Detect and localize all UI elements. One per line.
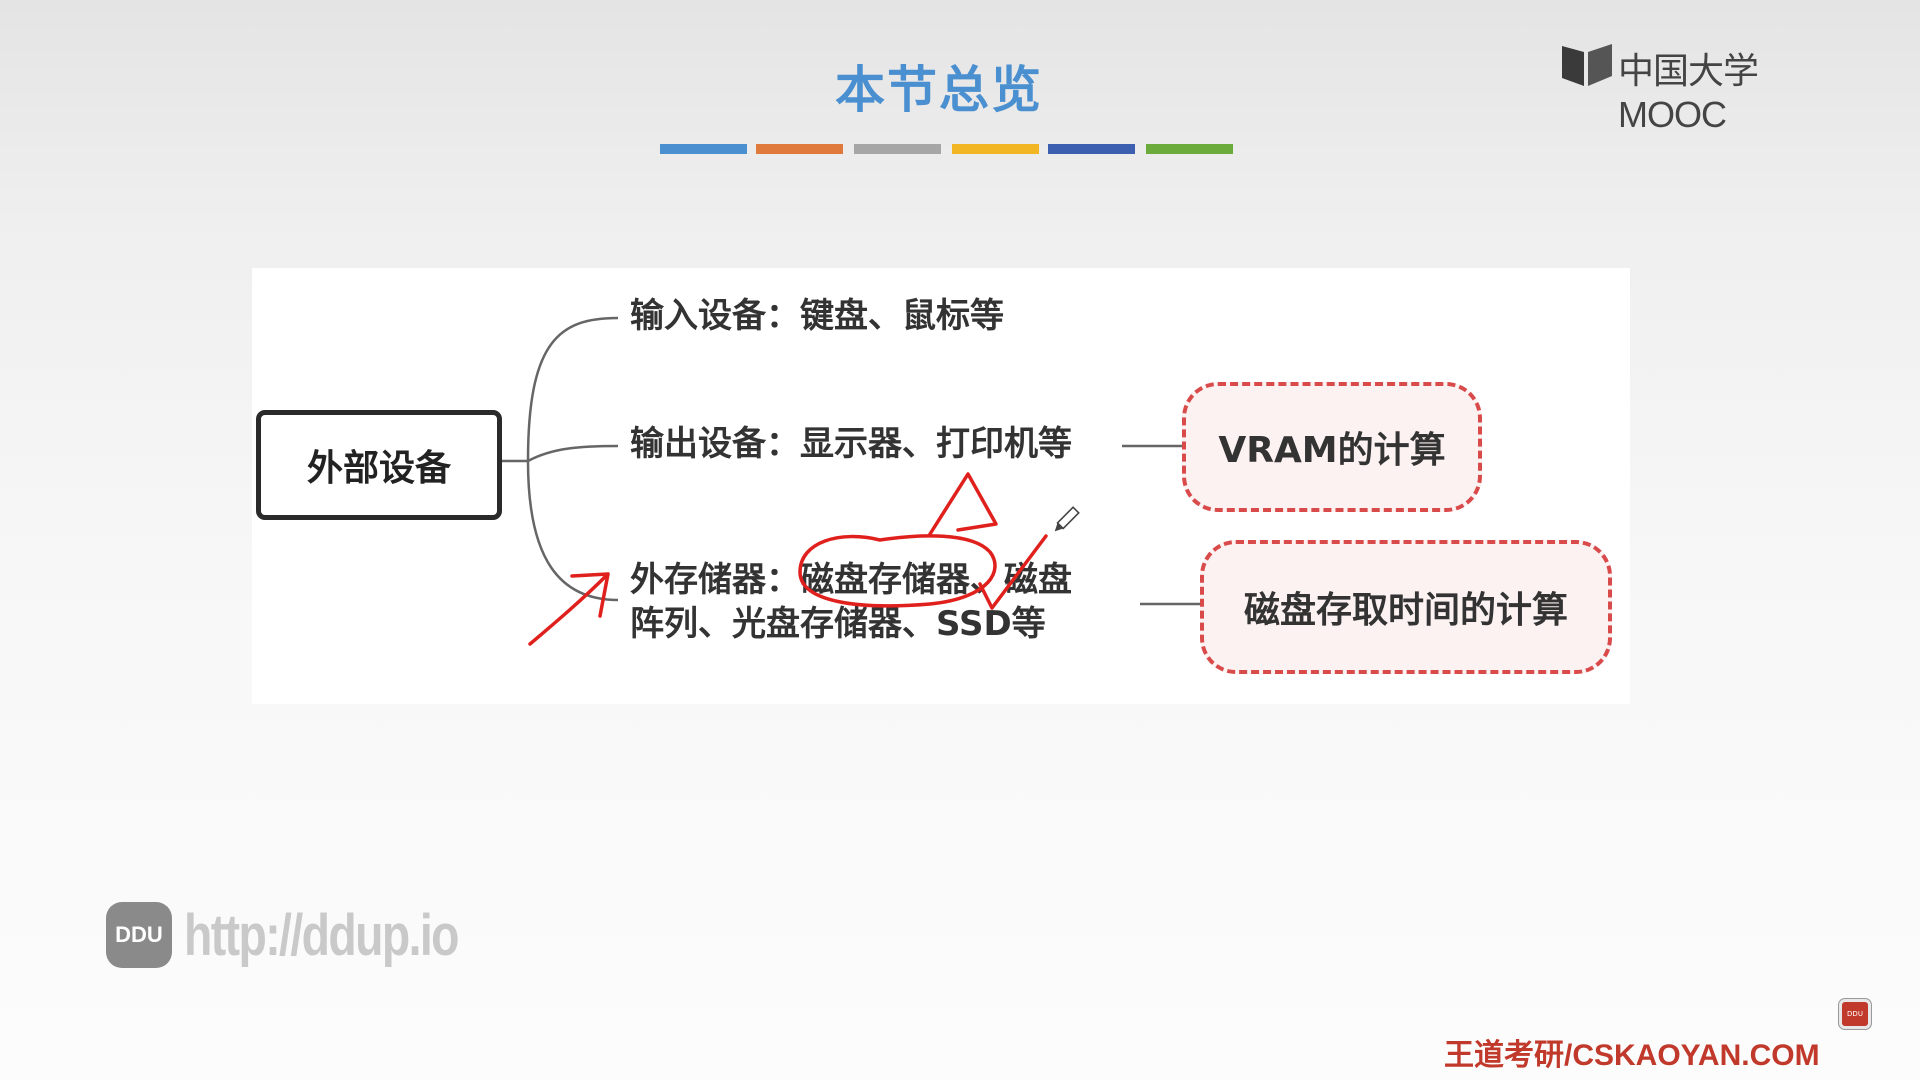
mindmap-root-node: 外部设备 (256, 410, 502, 520)
open-book-icon (1562, 44, 1612, 86)
branch-line-2: 阵列、光盘存储器、SSD等 (630, 604, 1046, 645)
annotation-arrow (528, 572, 610, 646)
slide-title: 本节总览 (835, 61, 1043, 119)
color-bar-segment (1146, 144, 1233, 154)
ddup-watermark: DDU http://ddup.io (106, 902, 526, 970)
branch-label: 外存储器： (630, 560, 800, 600)
branch-input-devices: 输入设备：键盘、鼠标等 (630, 294, 1004, 338)
annotation-caret (928, 472, 998, 536)
ddu-chip-icon: DDU (1842, 1002, 1868, 1026)
branch-output-devices: 输出设备：显示器、打印机等 (630, 422, 1072, 466)
footer-brand: 王道考研/CSKAOYAN.COM (1444, 1039, 1820, 1072)
branch-external-storage: 外存储器：磁盘存储器、磁盘 阵列、光盘存储器、SSD等 (630, 558, 1072, 646)
color-bar-segment (854, 144, 941, 154)
branch-detail: 键盘、鼠标等 (800, 296, 1004, 336)
pen-cursor-icon (1054, 506, 1080, 532)
watermark-url: http://ddup.io (184, 903, 460, 968)
branch-detail: 显示器、打印机等 (800, 424, 1072, 464)
annotation-checkmark (978, 534, 1048, 610)
branch-label: 输出设备： (630, 424, 800, 464)
branch-detail: 磁盘存储器、磁盘 (800, 560, 1072, 600)
ddu-badge-icon: DDU (106, 902, 172, 968)
branch-label: 输入设备： (630, 296, 800, 336)
color-bar-segment (1048, 144, 1135, 154)
logo-text: 中国大学MOOC (1618, 50, 1759, 135)
color-bar-segment (756, 144, 843, 154)
color-bar-segment (660, 144, 747, 154)
note-vram-calculation: VRAM的计算 (1182, 382, 1482, 512)
note-disk-access-time: 磁盘存取时间的计算 (1200, 540, 1612, 674)
annotation-circle (798, 534, 997, 608)
mooc-logo: 中国大学MOOC (1560, 40, 1860, 135)
color-bar-segment (952, 144, 1039, 154)
branch-line-1: 外存储器：磁盘存储器、磁盘 (630, 558, 1072, 602)
